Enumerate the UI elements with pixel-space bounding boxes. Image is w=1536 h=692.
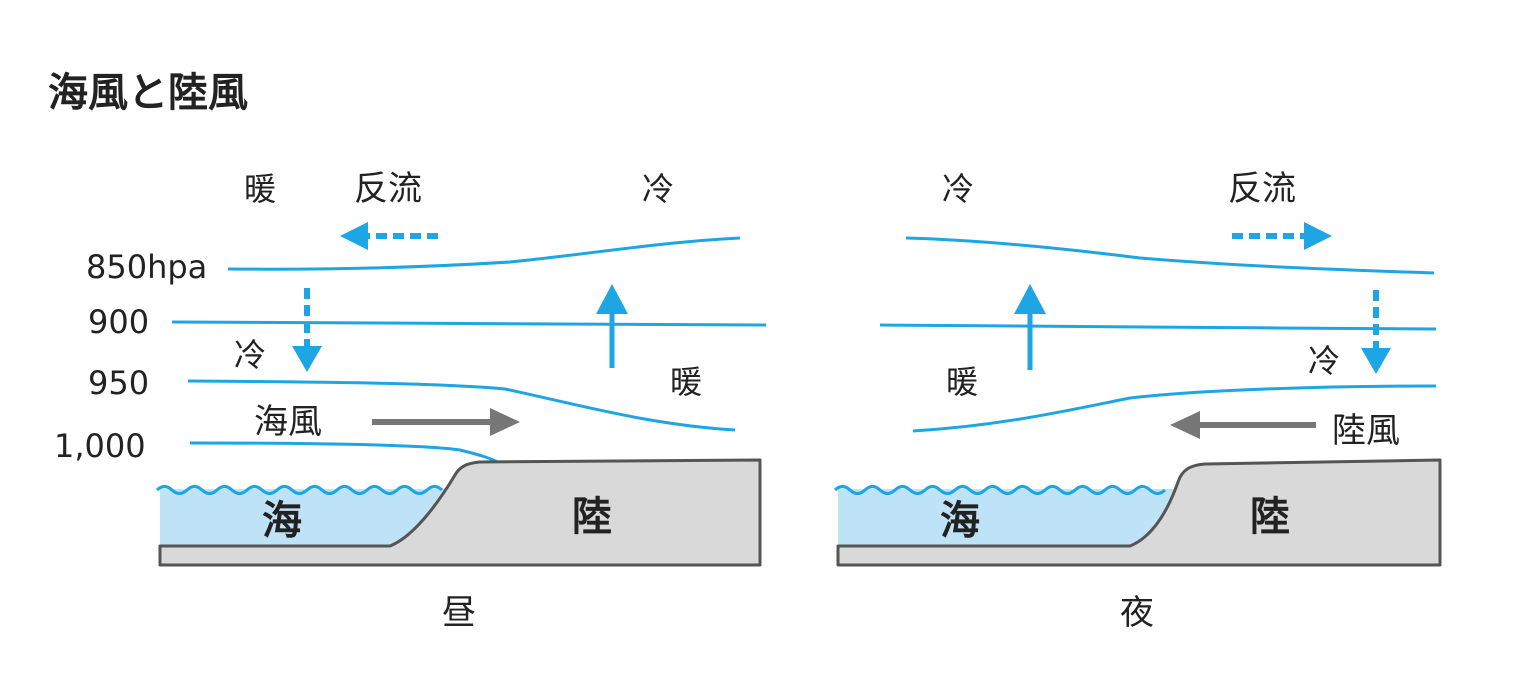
night-cold-top-label: 冷 <box>942 170 974 208</box>
up-arrow-icon <box>1014 284 1046 370</box>
dashed-horizontal-arrow-icon <box>340 222 438 250</box>
day-sea-label: 海 <box>262 498 302 544</box>
day-warm-top-label: 暖 <box>244 170 276 208</box>
isobar-900-day <box>171 320 767 327</box>
day-wind-label: 海風 <box>254 402 322 442</box>
day-caption: 昼 <box>442 593 476 633</box>
night-cold-mid-label: 冷 <box>1308 342 1340 380</box>
wave-line-icon <box>155 485 444 495</box>
night-panel: 冷 反流 暖 冷 陸風 海 陸 夜 <box>833 169 1442 633</box>
isobar-1000-day <box>189 441 501 465</box>
day-land-block <box>158 458 762 567</box>
isobar-950-night <box>912 384 1437 433</box>
dashed-horizontal-arrow-icon <box>1232 222 1332 250</box>
day-warm-mid-label: 暖 <box>670 363 702 401</box>
dashed-down-arrow-icon <box>1361 290 1391 374</box>
night-return-flow-label: 反流 <box>1228 169 1296 209</box>
pressure-label-950: 950 <box>88 364 149 402</box>
day-cold-mid-label: 冷 <box>234 336 266 374</box>
isobar-900-night <box>879 323 1437 331</box>
night-sea-label: 海 <box>940 498 980 544</box>
night-warm-mid-label: 暖 <box>946 363 978 401</box>
dashed-down-arrow-icon <box>292 288 322 372</box>
pressure-label-1000: 1,000 <box>54 427 146 465</box>
night-sea-area <box>838 489 1178 547</box>
night-wind-label: 陸風 <box>1332 411 1400 451</box>
day-return-flow-label: 反流 <box>354 169 422 209</box>
wave-line-icon <box>833 485 1167 495</box>
day-land-label: 陸 <box>572 494 612 540</box>
up-arrow-icon <box>596 284 628 368</box>
night-caption: 夜 <box>1120 593 1154 633</box>
gray-horizontal-arrow-icon <box>372 408 520 436</box>
isobar-850-night <box>905 236 1435 275</box>
pressure-label-850: 850hpa <box>86 248 207 286</box>
isobar-950-day <box>187 379 736 432</box>
day-panel: 850hpa 900 950 1,000 暖 反流 冷 冷 暖 海風 <box>54 169 767 633</box>
day-cold-top-label: 冷 <box>642 170 674 208</box>
page-title: 海風と陸風 <box>48 70 248 116</box>
night-land-block <box>836 458 1442 567</box>
pressure-label-900: 900 <box>88 303 149 341</box>
isobar-850-day <box>227 236 741 271</box>
gray-horizontal-arrow-icon <box>1170 411 1316 439</box>
night-land-label: 陸 <box>1250 494 1290 540</box>
